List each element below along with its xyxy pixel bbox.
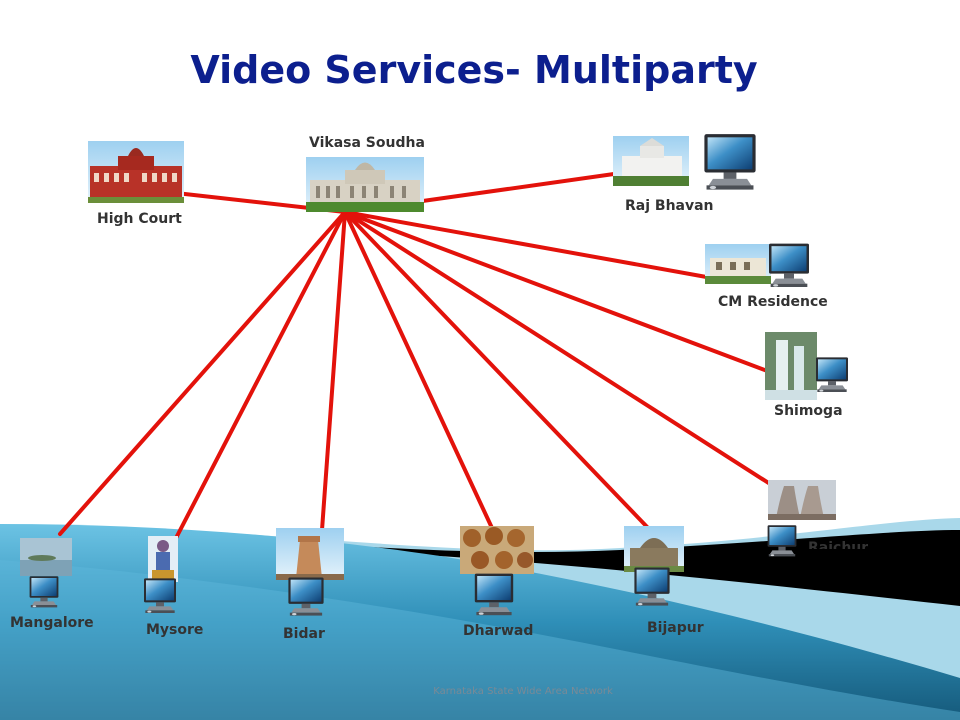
raichur-monitor-icon bbox=[767, 525, 797, 557]
bijapur-photo bbox=[624, 526, 684, 572]
label-shimoga: Shimoga bbox=[774, 403, 843, 419]
raichur-photo bbox=[768, 480, 836, 520]
shimoga-photo bbox=[765, 332, 817, 400]
mangalore-monitor-icon bbox=[29, 576, 59, 608]
shimoga-monitor-icon bbox=[816, 357, 848, 392]
label-high-court: High Court bbox=[97, 211, 182, 227]
background-waves bbox=[0, 518, 960, 720]
label-dharwad: Dharwad bbox=[463, 623, 534, 639]
mangalore-photo bbox=[20, 538, 72, 576]
mysore-monitor-icon bbox=[144, 578, 176, 613]
link-mysore bbox=[173, 210, 347, 542]
label-bijapur: Bijapur bbox=[647, 620, 704, 636]
dharwad-monitor-icon bbox=[474, 573, 514, 616]
raj-bhavan-monitor-icon bbox=[704, 134, 756, 190]
label-raichur: Raichur bbox=[808, 540, 869, 549]
sea-highlight bbox=[0, 560, 960, 720]
link-cm-residence bbox=[343, 210, 714, 280]
link-raichur bbox=[343, 210, 794, 500]
high-court-photo bbox=[88, 141, 184, 203]
label-vikasa-soudha: Vikasa Soudha bbox=[309, 135, 425, 151]
cm-residence-photo bbox=[705, 244, 771, 284]
bidar-monitor-icon bbox=[288, 577, 324, 616]
link-bijapur bbox=[343, 210, 652, 532]
label-bidar: Bidar bbox=[283, 626, 325, 642]
black-band bbox=[0, 528, 960, 606]
raj-bhavan-photo bbox=[613, 136, 689, 186]
link-dharwad bbox=[343, 210, 494, 530]
cm-residence-monitor-icon bbox=[769, 243, 809, 287]
label-raj-bhavan: Raj Bhavan bbox=[625, 198, 714, 214]
vikasa-soudha-photo bbox=[306, 157, 424, 212]
slide-footer: Karnataka State Wide Area Network bbox=[433, 686, 613, 697]
dharwad-photo bbox=[460, 526, 534, 574]
bijapur-monitor-icon bbox=[634, 567, 670, 606]
label-cm-residence: CM Residence bbox=[718, 294, 828, 310]
link-bidar bbox=[320, 210, 347, 532]
label-mysore: Mysore bbox=[146, 622, 204, 638]
slide-title: Video Services- Multiparty bbox=[190, 48, 758, 92]
bidar-photo bbox=[276, 528, 344, 580]
mysore-photo bbox=[148, 536, 178, 582]
link-shimoga bbox=[343, 210, 772, 374]
link-mangalore bbox=[58, 210, 347, 536]
label-mangalore: Mangalore bbox=[10, 615, 94, 631]
link-lines bbox=[58, 170, 794, 542]
sea-wave bbox=[0, 524, 960, 720]
